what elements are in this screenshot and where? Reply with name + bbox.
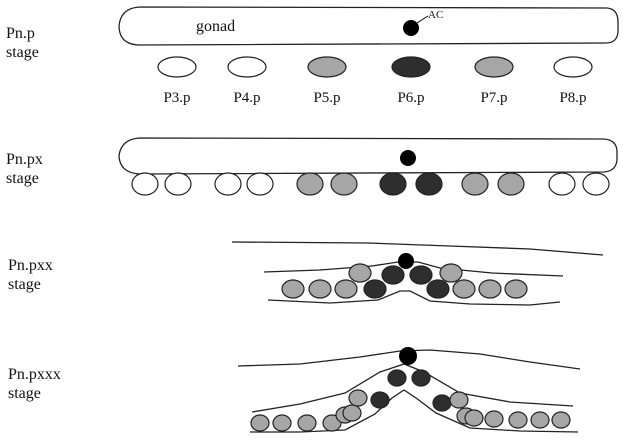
- stage-pnpxx-panel: [232, 242, 603, 305]
- great-granddaughter-cell: [509, 412, 527, 428]
- granddaughter-cell: [382, 266, 404, 284]
- vpc-cell-p5p: [308, 57, 346, 77]
- vpc-cell-p3p: [158, 57, 196, 77]
- granddaughter-cell: [364, 280, 386, 298]
- gonad-outline: [119, 7, 618, 45]
- great-granddaughter-cell: [298, 415, 316, 431]
- stage-pnpxxx-panel: [238, 347, 580, 432]
- vpc-label: P4.p: [233, 90, 260, 106]
- granddaughter-cell: [349, 264, 371, 282]
- daughter-cell: [132, 173, 158, 195]
- great-granddaughter-cell: [485, 411, 503, 427]
- vpc-label: P5.p: [313, 90, 340, 106]
- ac-label: AC: [428, 9, 443, 21]
- daughter-cell: [247, 173, 273, 195]
- granddaughter-cell: [335, 280, 357, 298]
- daughter-cell: [583, 173, 609, 195]
- vpc-label: P6.p: [397, 90, 424, 106]
- granddaughter-cell: [479, 280, 501, 298]
- vpc-cell-p6p: [392, 57, 430, 77]
- granddaughter-cell: [453, 280, 475, 298]
- vpc-labels: P3.p P4.p P5.p P6.p P7.p P8.p: [163, 90, 586, 106]
- epidermis-upper-outline: [252, 364, 573, 412]
- gonad-label: gonad: [196, 18, 235, 35]
- vpc-label: P3.p: [163, 90, 190, 106]
- daughter-cell: [380, 173, 406, 195]
- daughter-cell: [549, 173, 575, 195]
- gonad-outline: [119, 138, 617, 174]
- vpc-label: P8.p: [559, 90, 586, 106]
- great-granddaughter-cell: [412, 370, 430, 386]
- great-granddaughter-cell: [273, 415, 291, 431]
- daughter-cell: [416, 173, 442, 195]
- daughter-cell: [462, 173, 488, 195]
- great-granddaughter-cell: [450, 392, 468, 408]
- vpc-great-granddaughter-row: [251, 370, 570, 431]
- ac-pointer-line: [417, 16, 428, 23]
- daughter-cell: [297, 173, 323, 195]
- anchor-cell: [400, 150, 416, 166]
- stage-pnp-panel: gonad AC P3.p P4.p P5.p P6.p P7.p P8.p: [119, 7, 618, 106]
- granddaughter-cell: [410, 266, 432, 284]
- great-granddaughter-cell: [343, 405, 361, 421]
- daughter-cell: [331, 173, 357, 195]
- great-granddaughter-cell: [388, 370, 406, 386]
- vpc-daughter-row: [132, 173, 609, 195]
- great-granddaughter-cell: [433, 395, 451, 411]
- great-granddaughter-cell: [531, 412, 549, 428]
- granddaughter-cell: [282, 280, 304, 298]
- vpc-cell-p8p: [554, 57, 592, 77]
- vpc-cell-p4p: [228, 57, 266, 77]
- vpc-granddaughter-row: [282, 264, 527, 298]
- granddaughter-cell: [440, 264, 462, 282]
- great-granddaughter-cell: [251, 415, 269, 431]
- granddaughter-cell: [427, 280, 449, 298]
- anchor-cell: [403, 20, 419, 36]
- granddaughter-cell: [505, 280, 527, 298]
- stage-pnpx-panel: [119, 138, 617, 195]
- great-granddaughter-cell: [349, 390, 367, 406]
- daughter-cell: [215, 173, 241, 195]
- vpc-row: [158, 57, 592, 77]
- gonad-upper-outline: [232, 242, 603, 255]
- great-granddaughter-cell: [371, 392, 389, 408]
- anchor-cell: [398, 253, 414, 269]
- granddaughter-cell: [309, 280, 331, 298]
- great-granddaughter-cell: [465, 410, 483, 426]
- great-granddaughter-cell: [552, 412, 570, 428]
- vpc-cell-p7p: [475, 57, 513, 77]
- vpc-label: P7.p: [480, 90, 507, 106]
- daughter-cell: [165, 173, 191, 195]
- anchor-cell: [399, 347, 417, 365]
- daughter-cell: [498, 173, 524, 195]
